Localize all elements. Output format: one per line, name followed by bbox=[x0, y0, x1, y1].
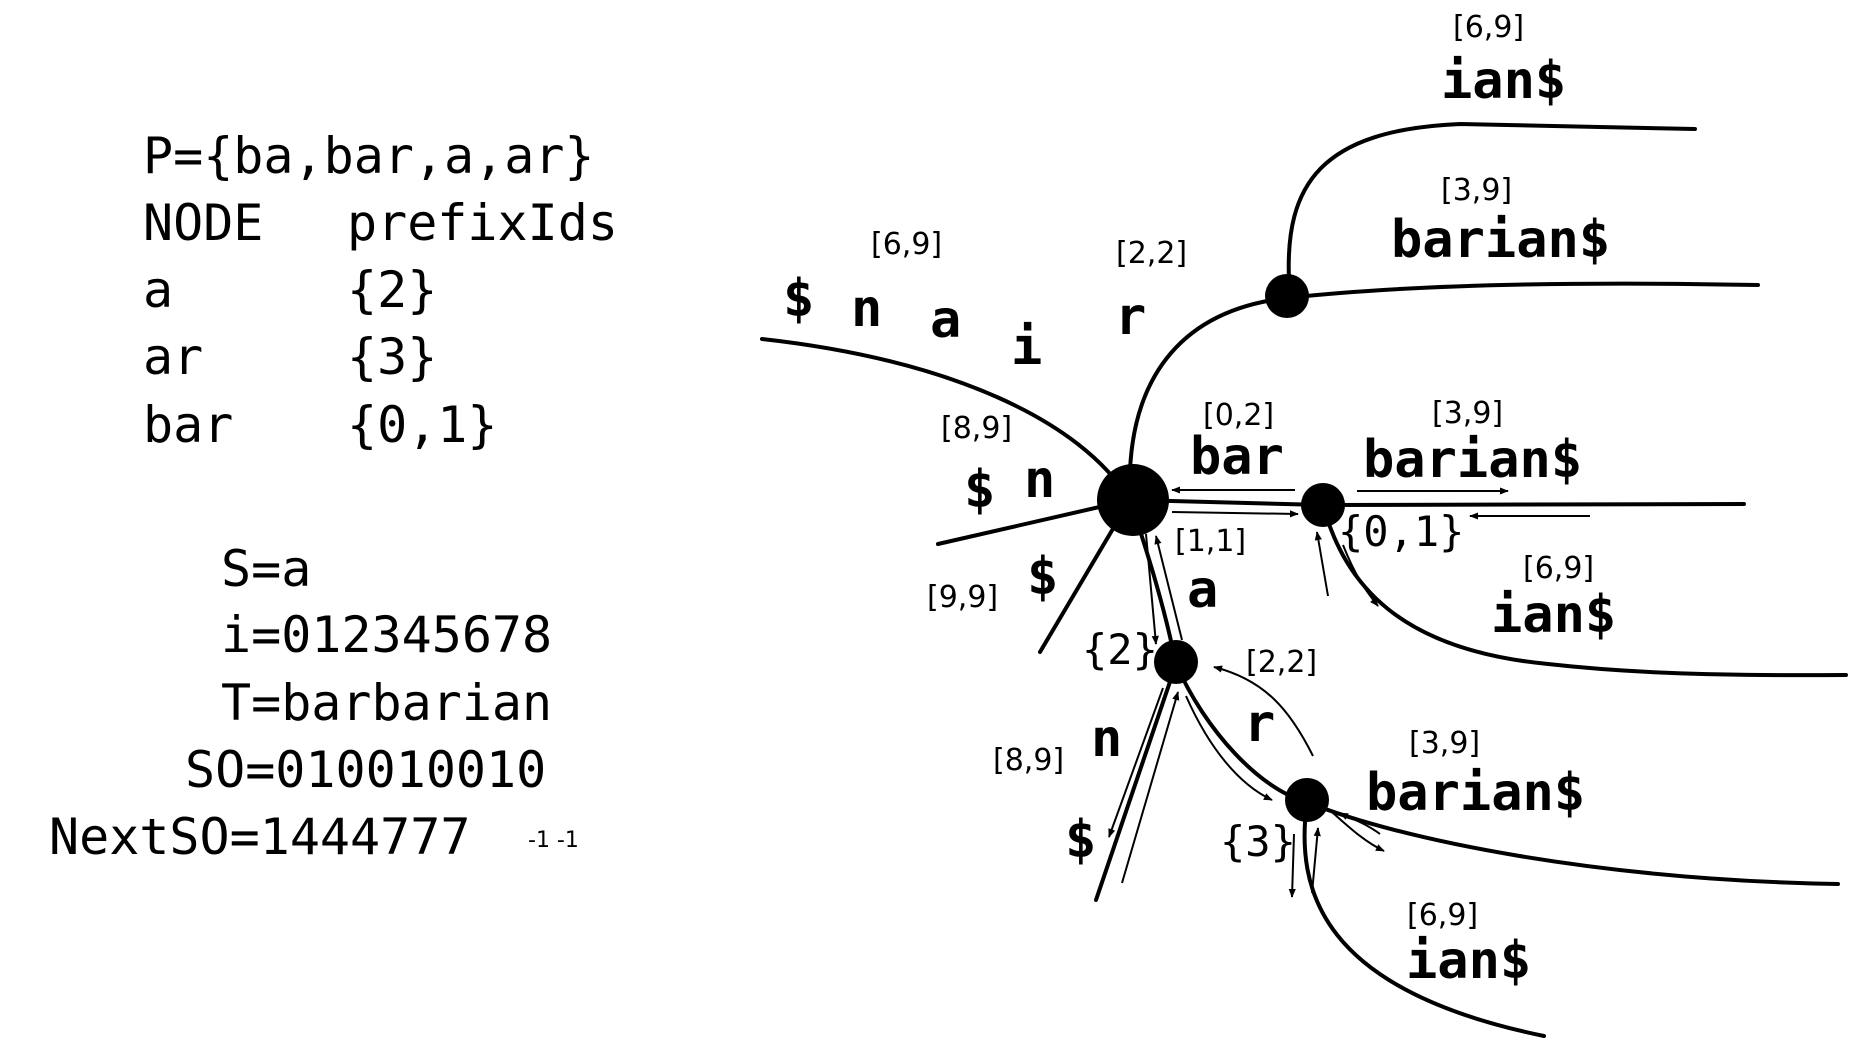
edge-r-upper bbox=[1127, 296, 1289, 502]
edge-n-lower bbox=[1094, 662, 1178, 902]
table-header-prefixids: prefixIds bbox=[347, 194, 618, 252]
so-array: SO=010010010 bbox=[185, 741, 546, 799]
edge-r-lower bbox=[1174, 662, 1309, 804]
pattern-set: P={ba,bar,a,ar} bbox=[143, 127, 595, 185]
label-sn-dollar: $ bbox=[964, 460, 995, 520]
edge-barian-mid bbox=[1321, 502, 1746, 507]
node-a bbox=[1154, 640, 1198, 684]
label-barian-upper: barian$ bbox=[1391, 210, 1610, 270]
label-snair-n: n bbox=[851, 279, 882, 339]
prefix-id-sets: {0,1} {2} {3} bbox=[1082, 507, 1464, 866]
range-barian-lower: [3,9] bbox=[1409, 726, 1480, 761]
label-ian-top: ian$ bbox=[1441, 51, 1566, 111]
range-barian-mid: [3,9] bbox=[1432, 396, 1503, 431]
label-bar: bar bbox=[1190, 427, 1284, 487]
label-barian-mid: barian$ bbox=[1363, 430, 1582, 490]
label-ian-bottom: ian$ bbox=[1406, 931, 1531, 991]
range-snair: [6,9] bbox=[871, 227, 942, 262]
label-snair-dollar: $ bbox=[783, 269, 814, 329]
string-s: S=a bbox=[221, 540, 311, 598]
label-snair-i: i bbox=[1011, 317, 1042, 377]
left-panel: P={ba,bar,a,ar} NODE prefixIds a {2} ar … bbox=[49, 127, 618, 866]
table-header-node: NODE bbox=[143, 194, 263, 252]
index-line: i=012345678 bbox=[221, 606, 552, 664]
range-barian-upper: [3,9] bbox=[1441, 173, 1512, 208]
nextso-tail: -1 -1 bbox=[528, 828, 579, 853]
range-r-upper: [2,2] bbox=[1116, 236, 1187, 271]
node-r bbox=[1265, 274, 1309, 318]
root-node bbox=[1097, 464, 1169, 536]
label-a: a bbox=[1187, 560, 1218, 620]
table-row-node: a bbox=[143, 261, 173, 319]
node-ar bbox=[1285, 778, 1329, 822]
nextso-array: NextSO=1444777 bbox=[49, 808, 470, 866]
edge-ian-bottom bbox=[1302, 800, 1546, 1038]
label-sn-n: n bbox=[1024, 450, 1055, 510]
range-bar: [0,2] bbox=[1203, 398, 1274, 433]
edge-barian-upper bbox=[1285, 281, 1760, 300]
label-ian-mid: ian$ bbox=[1491, 585, 1616, 645]
range-a-edge: [1,1] bbox=[1175, 524, 1246, 559]
range-ian-mid: [6,9] bbox=[1523, 551, 1594, 586]
range-dollar-root: [9,9] bbox=[927, 580, 998, 615]
label-r-lower: r bbox=[1244, 694, 1275, 754]
range-labels: [6,9] [3,9] [6,9] [2,2] [8,9] [0,2] [3,9… bbox=[871, 10, 1594, 933]
label-dollar-root: $ bbox=[1027, 547, 1058, 607]
table-row-ids: {3} bbox=[347, 328, 437, 386]
range-r-lower: [2,2] bbox=[1246, 645, 1317, 680]
table-row-node: bar bbox=[143, 396, 233, 454]
range-ian-top: [6,9] bbox=[1453, 10, 1524, 45]
range-ian-bottom: [6,9] bbox=[1407, 898, 1478, 933]
table-row-node: ar bbox=[143, 328, 203, 386]
edge-labels: ian$ barian$ $ n a i r $ n $ bar barian$… bbox=[783, 51, 1616, 991]
node-bar bbox=[1301, 483, 1345, 527]
label-barian-lower: barian$ bbox=[1366, 763, 1585, 823]
text-t: T=barbarian bbox=[221, 674, 552, 732]
tree-nodes bbox=[1097, 274, 1345, 822]
label-dollar-lower: $ bbox=[1065, 810, 1096, 870]
prefix-ids-ar-node: {3} bbox=[1220, 817, 1296, 866]
traversal-arrows bbox=[1108, 486, 1590, 898]
edge-ian-top bbox=[1286, 121, 1697, 282]
prefix-ids-bar-node: {0,1} bbox=[1338, 507, 1464, 556]
label-n-lower: n bbox=[1091, 709, 1122, 769]
table-row-ids: {2} bbox=[347, 261, 437, 319]
edge-snair bbox=[760, 337, 1132, 502]
prefix-ids-a-node: {2} bbox=[1082, 625, 1158, 674]
range-sn: [8,9] bbox=[941, 411, 1012, 446]
edge-ian-mid bbox=[1321, 503, 1848, 678]
label-snair-a: a bbox=[930, 290, 961, 350]
range-n-lower: [8,9] bbox=[993, 743, 1064, 778]
table-row-ids: {0,1} bbox=[347, 396, 498, 454]
label-snair-r: r bbox=[1115, 287, 1146, 347]
